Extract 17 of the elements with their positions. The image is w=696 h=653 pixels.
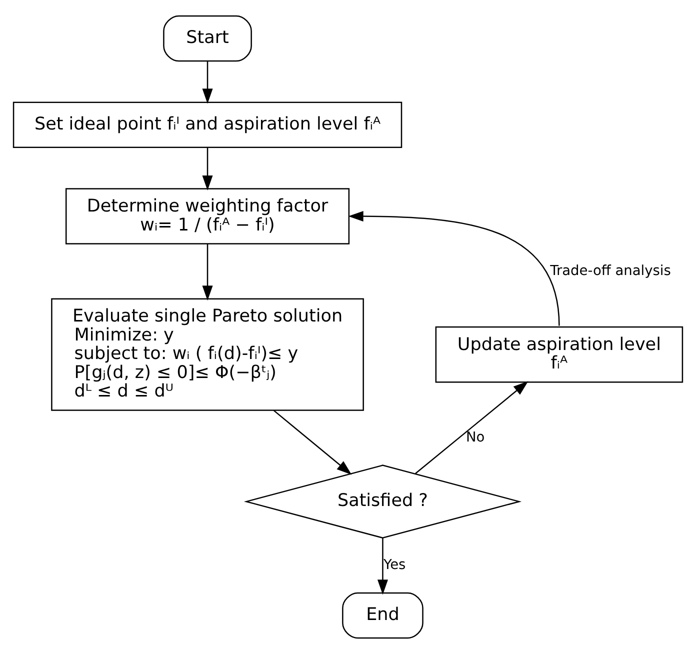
node-box: Evaluate single Pareto solution Minimize: y subject to: wᵢ ( fᵢ(d)-fᵢᴵ)≤ y P[gⱼ(d, z) ≤ 0]≤ Φ(−βᵗⱼ) dᴸ ≤ d ≤ dᵁ (51, 298, 364, 410)
arrow (348, 210, 560, 326)
node-box: Start (163, 14, 252, 62)
node-box: End (342, 592, 424, 638)
arrow (273, 409, 352, 474)
edge-label: Yes (384, 556, 406, 572)
node-diamond: Satisfied ? (244, 464, 522, 538)
arrow (377, 538, 388, 594)
arrow (202, 244, 213, 300)
node-box: Determine weighting factor wᵢ= 1 / (fᵢᴬ − fᵢᴵ) (65, 188, 350, 244)
node-box: Set ideal point fᵢᴵ and aspiration level fᵢᴬ (12, 101, 402, 148)
arrow (202, 147, 213, 190)
node-box: Update aspiration level fᵢᴬ (435, 326, 684, 382)
edge-label: No (466, 428, 485, 445)
arrow (202, 60, 213, 104)
edge-label: Trade-off analysis (550, 262, 671, 278)
arrow (415, 380, 528, 474)
